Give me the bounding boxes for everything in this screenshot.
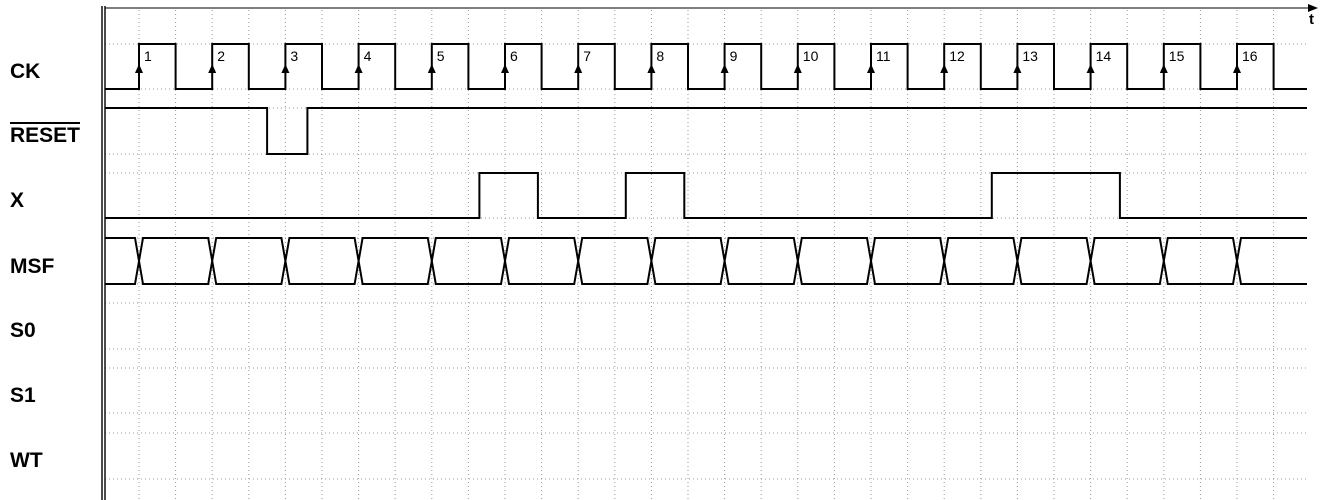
clock-edge-number: 15	[1169, 48, 1185, 64]
rising-edge-arrow-icon	[647, 64, 656, 73]
waveform-msf-upper	[105, 237, 1307, 262]
rising-edge-arrow-icon	[135, 64, 143, 73]
signal-label-s0: S0	[10, 319, 36, 342]
waveform-msf-lower	[105, 260, 1307, 285]
signal-label-reset: RESET	[10, 124, 80, 147]
rising-edge-arrow-icon	[427, 64, 436, 73]
rising-edge-arrow-icon	[1233, 64, 1241, 73]
clock-edge-number: 11	[876, 48, 891, 64]
clock-edge-number: 14	[1096, 48, 1112, 64]
clock-edge-number: 5	[437, 48, 445, 64]
clock-edge-number: 4	[364, 48, 372, 64]
clock-edge-number: 9	[730, 48, 738, 64]
rising-edge-arrow-icon	[281, 64, 290, 73]
time-axis-arrow-icon	[1308, 4, 1318, 12]
clock-edge-number: 8	[656, 48, 664, 64]
clock-edge-number: 12	[949, 48, 965, 64]
clock-edge-number: 7	[583, 48, 591, 64]
signal-label-msf: MSF	[10, 255, 55, 278]
waveform-x	[105, 172, 1307, 219]
clock-edge-number: 2	[217, 48, 225, 64]
rising-edge-arrow-icon	[574, 64, 583, 73]
waveform-ck	[105, 43, 1307, 90]
rising-edge-arrow-icon	[940, 64, 949, 73]
rising-edge-arrow-icon	[1086, 64, 1095, 73]
clock-edge-number: 16	[1242, 48, 1258, 64]
rising-edge-arrow-icon	[1013, 64, 1022, 73]
rising-edge-arrow-icon	[793, 64, 802, 73]
signal-label-ck: CK	[10, 60, 40, 83]
clock-edge-number: 10	[803, 48, 819, 64]
signal-label-s1: S1	[10, 384, 36, 407]
rising-edge-arrow-icon	[1159, 64, 1168, 73]
rising-edge-arrow-icon	[501, 64, 509, 73]
clock-edge-number: 3	[290, 48, 298, 64]
clock-edge-number: 6	[510, 48, 518, 64]
signal-label-x: X	[10, 189, 24, 212]
time-axis-label: t	[1309, 11, 1314, 28]
clock-edge-number: 1	[144, 48, 152, 64]
waveform-reset	[105, 107, 1307, 155]
rising-edge-arrow-icon	[354, 64, 363, 73]
rising-edge-arrow-icon	[208, 64, 217, 73]
rising-edge-arrow-icon	[867, 64, 875, 73]
rising-edge-arrow-icon	[720, 64, 729, 73]
signal-label-wt: WT	[10, 449, 43, 472]
clock-edge-number: 13	[1022, 48, 1038, 64]
